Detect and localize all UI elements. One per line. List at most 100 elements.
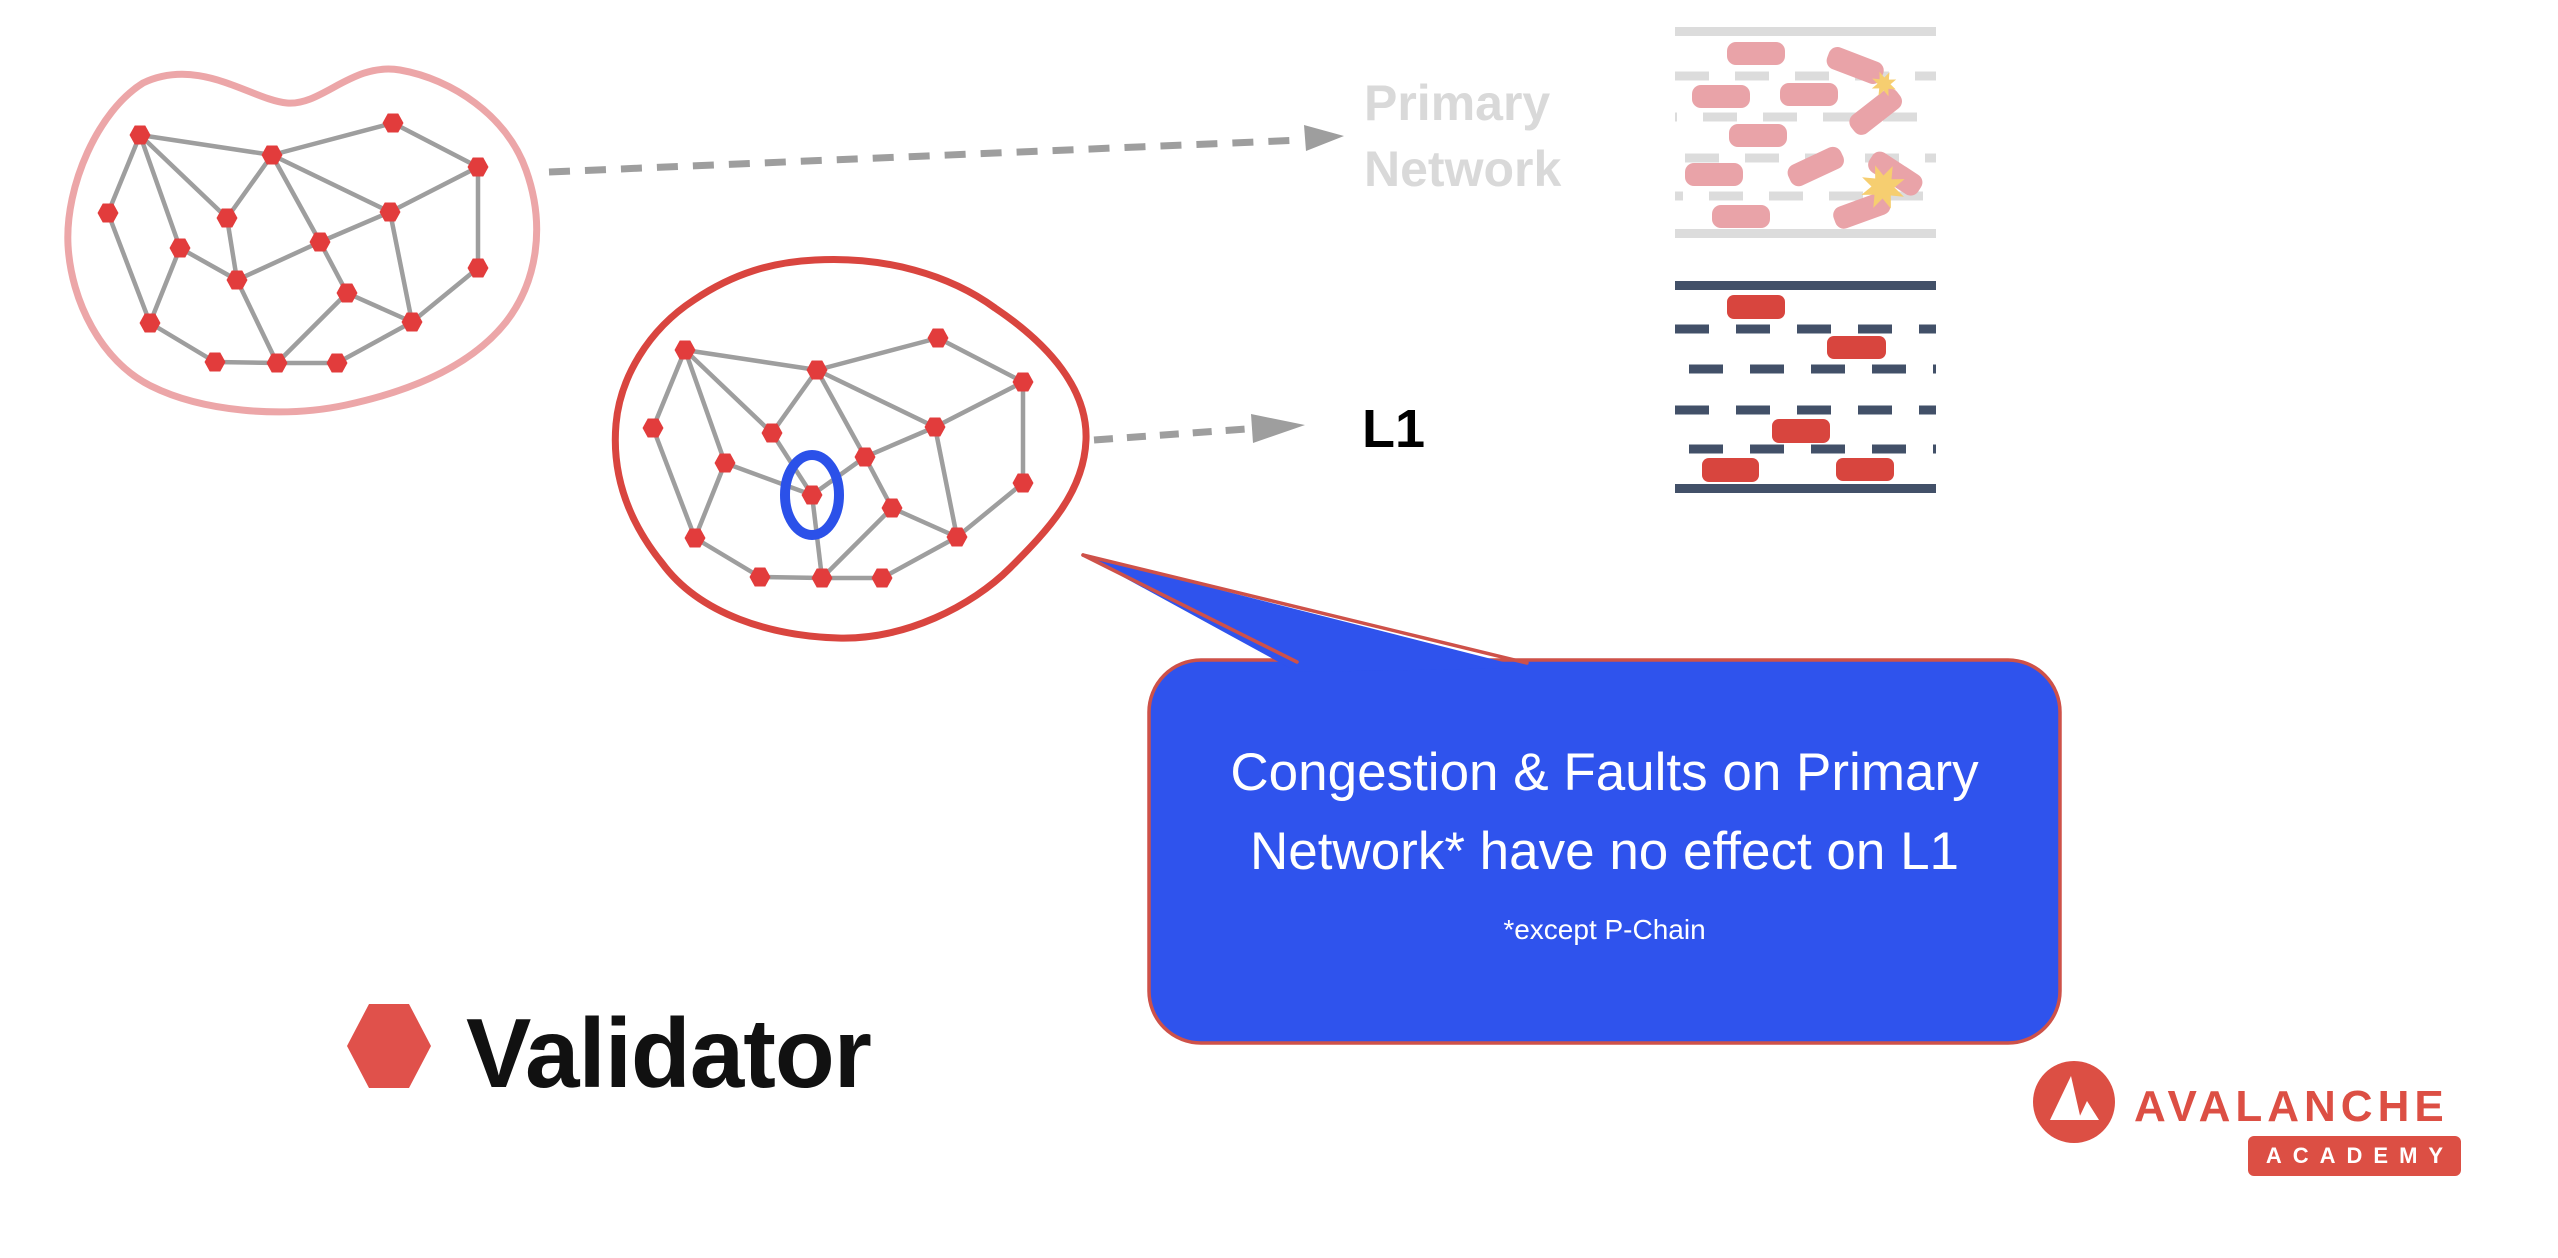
bubble-line-2: Network* have no effect on L1 [1249,822,1960,881]
graph-edge [724,460,813,498]
block [1729,124,1787,147]
arrow-dashed-line [548,136,1303,176]
graph-edge [387,211,415,323]
block-tilted [1849,88,1902,135]
graph-edge [234,279,280,364]
graph-edge [692,462,728,539]
avalanche-mountain-icon [2050,1076,2081,1120]
validator-hexagon-icon [347,1004,431,1088]
validator-node-icon [811,568,833,588]
graph-edge [148,321,217,364]
primary-network-label-line2: Network [1364,141,1562,197]
validator-node-icon [129,125,151,145]
block [1727,295,1785,319]
block [1827,336,1886,359]
l1-blob [611,255,1090,642]
ordered-chain-illustration [1675,281,1936,493]
graph-edge [816,367,936,430]
collision-spark-icon [1861,165,1905,209]
graph-edge [682,349,728,464]
validator-node-icon [854,447,876,467]
block [1712,205,1770,228]
speech-bubble-body [1147,658,2062,1045]
collision-spark-icon [1871,71,1897,97]
primary-network-label-line1: Primary [1364,75,1551,131]
graph-edge [816,335,939,373]
graph-edge [319,209,391,245]
sparks [1861,71,1905,209]
ledger-bottom-bar [1675,484,1936,493]
validator-node-icon [1012,372,1034,392]
avalanche-wordmark: AVALANCHE [2134,1082,2449,1131]
validator-node-icon [924,417,946,437]
validator-node-icon [467,258,489,278]
validator-node-icon [169,238,191,258]
validator-node-icon [266,353,288,373]
speech-bubble-tail-edge [1081,553,1299,664]
graph-edge [224,217,240,281]
graph-edge [770,368,819,435]
graph-edge [955,481,1025,539]
l1-arrow [1093,414,1305,444]
validator-node-icon [309,232,331,252]
graph-edge [933,379,1025,430]
validator-node-icon [226,270,248,290]
l1-label: L1 [1362,399,1426,459]
graph-edge [864,424,936,460]
graph-edge [137,134,183,249]
validator-node-icon [801,485,823,505]
graph-edge [225,153,274,220]
primary-network-blob-outline [64,65,541,416]
validator-node-icon [946,527,968,547]
graph-edge [271,120,394,158]
validator-node-icon [97,203,119,223]
ledger-top-bar [1675,281,1936,290]
arrow-head-icon [1251,414,1305,443]
validator-node-icon [139,313,161,333]
graph-edge [650,427,698,539]
graph-edge [410,266,480,324]
validator-node-icon [261,145,283,165]
block-tilted [1826,47,1884,85]
validator-node-icon [871,568,893,588]
validator-node-icon [674,340,696,360]
validator-node-icon [336,283,358,303]
graph-edge [684,347,818,373]
graph-edge [335,320,414,365]
academy-badge: ACADEMY [2248,1136,2461,1176]
validator-node-icon [204,352,226,372]
validator-node-icon [714,453,736,473]
graph-edge [650,349,688,429]
validator-node-icon [806,360,828,380]
validator-node-icon [401,312,423,332]
validator-node-icon [1012,473,1034,493]
block-tilted [1787,146,1844,187]
graph-edge [147,247,183,324]
validator-node-icon [379,202,401,222]
block [1685,163,1743,186]
speech-bubble-tail-edge [1081,553,1529,665]
highlighted-validator-ring [780,450,844,540]
validator-node-icon [749,567,771,587]
ledger-top-bar [1675,27,1936,36]
validator-node-icon [382,113,404,133]
l1-blob-outline [611,255,1090,642]
block [1772,419,1830,443]
graph-edge [346,290,413,325]
graph-edge [105,134,143,214]
primary-network-blob [64,65,541,416]
validator-node-icon [326,353,348,373]
primary-network-graph [97,113,489,373]
bubble-line-1: Congestion & Faults on Primary [1230,743,1979,802]
block-tilted [1868,151,1923,196]
avalanche-mountain-slash-icon [2078,1101,2099,1120]
validator-node-icon [927,328,949,348]
primary-network-label: Primary Network [1364,70,1561,202]
block [1692,85,1750,108]
graph-edge [236,239,321,283]
avalanche-logo-mark [2033,1061,2115,1143]
bubble-footnote: *except P-Chain [1503,914,1706,945]
primary-network-arrow [548,125,1344,176]
academy-badge-label: ACADEMY [2265,1143,2455,1168]
